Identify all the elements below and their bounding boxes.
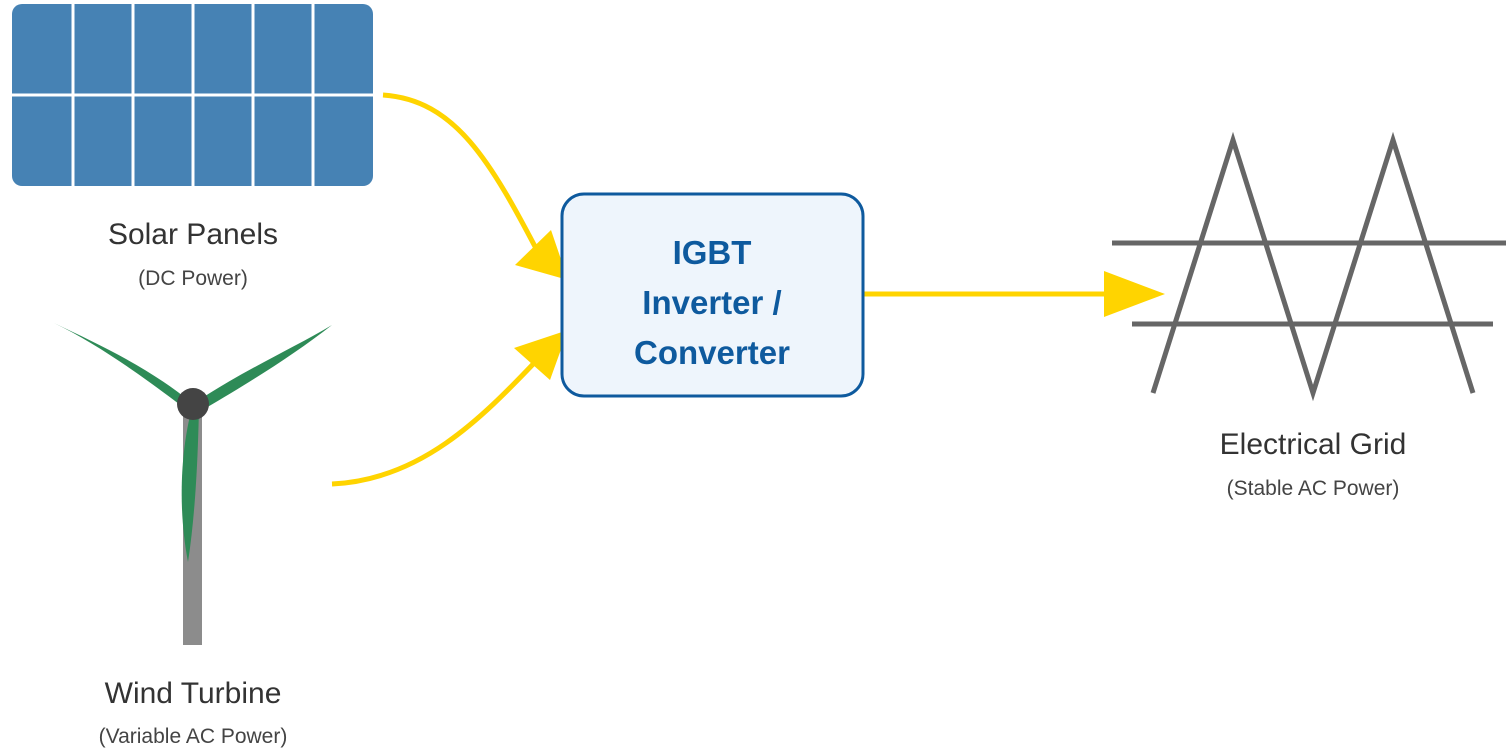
inverter-title-line2: Inverter / — [642, 284, 781, 321]
grid-arrowhead — [1104, 271, 1165, 317]
turbine-blade-left — [54, 323, 193, 410]
pylon-zigzag — [1150, 131, 1476, 402]
igbt-inverter-box: IGBT Inverter / Converter — [560, 192, 865, 398]
solar-panel-icon — [12, 4, 373, 186]
solar-panels-sublabel: (DC Power) — [138, 267, 248, 290]
turbine-blade-right — [193, 325, 332, 412]
electrical-grid-label: Electrical Grid — [1220, 428, 1407, 461]
solar-panels-label: Solar Panels — [108, 218, 278, 251]
solar-panel-grid-lines — [12, 4, 373, 186]
wind-turbine-label: Wind Turbine — [105, 677, 282, 710]
electrical-grid-sublabel: (Stable AC Power) — [1227, 477, 1400, 500]
solar-arrowhead — [515, 230, 568, 280]
wind-turbine-icon — [54, 323, 332, 645]
solar-to-inverter-arrow — [382, 92, 544, 260]
inverter-title-line3: Converter — [634, 334, 790, 371]
turbine-blade-bottom — [181, 404, 199, 562]
power-pylon-icon — [1112, 131, 1506, 402]
turbine-hub — [177, 388, 209, 420]
wind-arrowhead — [514, 330, 568, 380]
inverter-box-frame — [560, 192, 865, 398]
inverter-title-line1: IGBT — [673, 234, 752, 271]
wind-turbine-sublabel: (Variable AC Power) — [99, 725, 288, 748]
wind-to-inverter-arrow — [331, 358, 539, 487]
